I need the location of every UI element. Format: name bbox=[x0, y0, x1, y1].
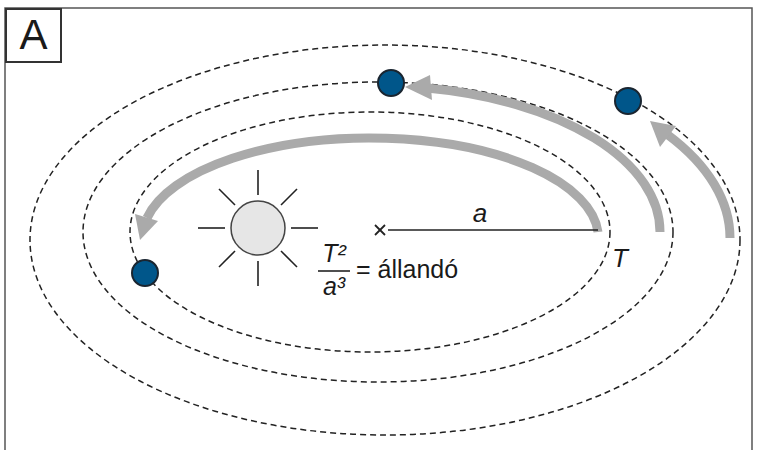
middle-orbit bbox=[83, 82, 673, 382]
fraction-denominator: a³ bbox=[323, 273, 345, 301]
fraction-numerator: T² bbox=[322, 240, 346, 268]
outer-orbit bbox=[30, 45, 740, 435]
arrow-heads bbox=[135, 75, 676, 240]
inner-planet bbox=[132, 260, 158, 286]
axis-label: a bbox=[473, 199, 487, 228]
panel-letter: A bbox=[19, 12, 47, 58]
inner-orbit bbox=[130, 112, 610, 352]
middle-arrow-head bbox=[405, 75, 432, 100]
equation-rest: = állandó bbox=[356, 256, 458, 284]
sun-rays bbox=[198, 170, 318, 286]
centre-cross bbox=[375, 225, 385, 235]
middle-arrow bbox=[427, 88, 660, 232]
sun bbox=[231, 201, 285, 255]
inner-arrow bbox=[147, 138, 598, 232]
semi-major-axis bbox=[388, 229, 598, 231]
fraction-bar bbox=[318, 270, 350, 272]
middle-planet bbox=[378, 70, 404, 96]
outer-arrow-head bbox=[650, 121, 676, 147]
panel-frame bbox=[5, 8, 752, 450]
inner-arrow-head bbox=[135, 214, 158, 240]
period-label: T bbox=[612, 244, 628, 273]
outer-planet bbox=[615, 88, 641, 114]
planets bbox=[132, 70, 641, 286]
panel-letter-box: A bbox=[5, 8, 62, 63]
outer-arrow bbox=[668, 135, 730, 238]
